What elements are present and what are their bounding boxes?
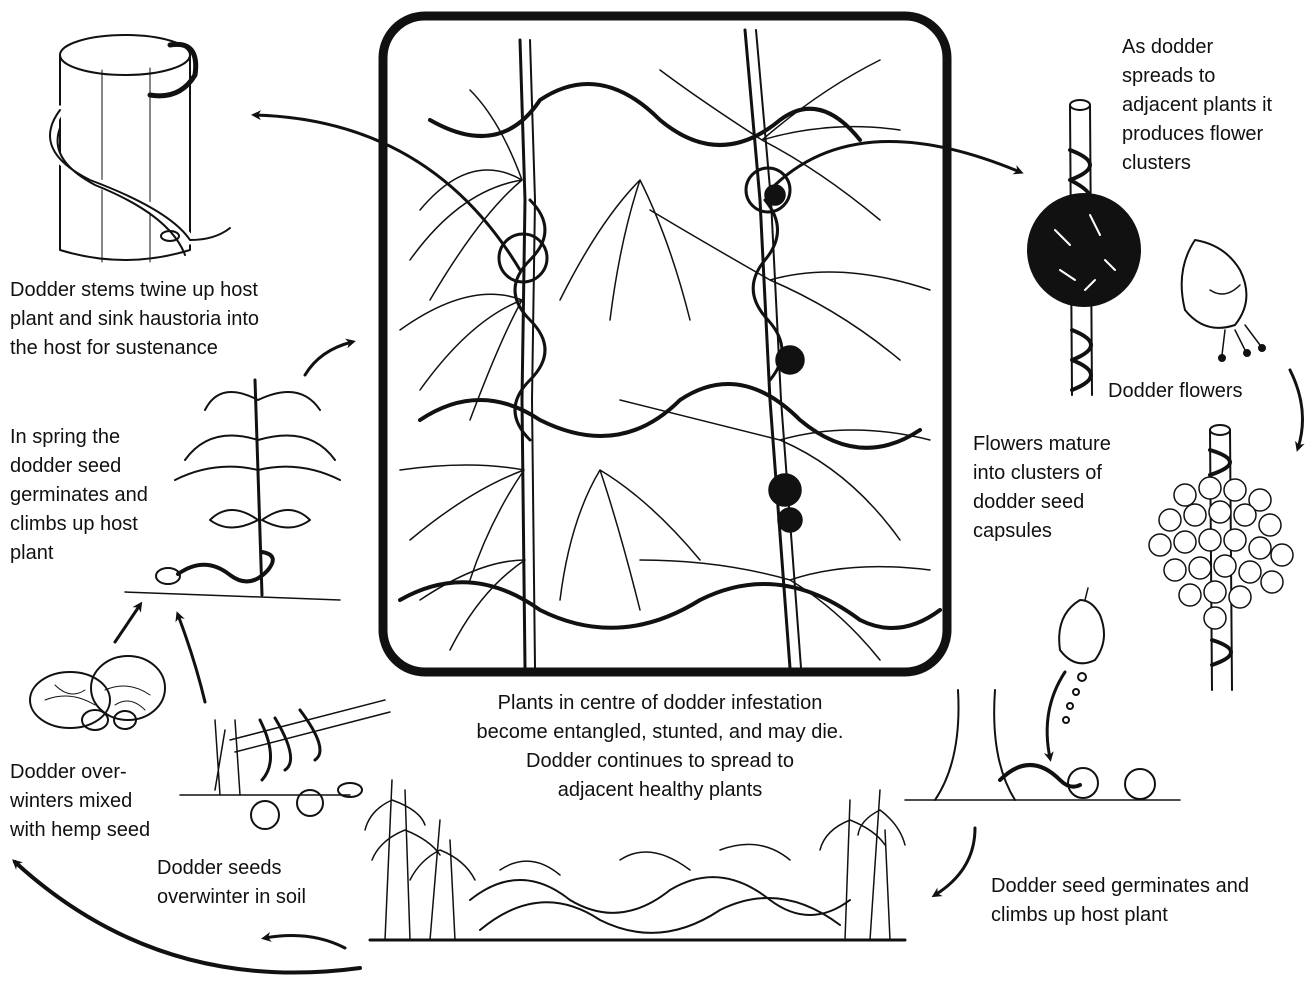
caption-overwinter-hemp-seed: Dodder over- winters mixed with hemp see…: [10, 758, 150, 845]
single-flower-illustration: [1182, 240, 1265, 361]
seed-pile-illustration: [30, 656, 165, 730]
arrow-to-flower-cluster: [775, 141, 1020, 185]
soil-seeds-illustration: [180, 700, 390, 829]
arrow-seeds-up-right: [178, 615, 205, 702]
caption-overwinter-soil: Dodder seeds overwinter in soil: [157, 854, 306, 912]
seed-capsule-cluster-illustration: [1149, 425, 1293, 690]
seedling-illustration: [125, 380, 340, 600]
caption-twine: Dodder stems twine up host plant and sin…: [10, 276, 259, 363]
seed-dispersal-illustration: [1059, 588, 1104, 723]
central-infestation-illustration: [383, 16, 947, 672]
arrow-to-germinates: [935, 828, 975, 895]
arrow-to-top-left: [305, 342, 352, 375]
arrow-to-soil: [265, 936, 345, 948]
caption-flowers-mature: Flowers mature into clusters of dodder s…: [973, 430, 1111, 546]
arrow-to-capsules: [1290, 370, 1303, 448]
caption-spreads-flower-clusters: As dodder spreads to adjacent plants it …: [1122, 33, 1272, 178]
arrow-seeds-up-left: [115, 605, 140, 642]
caption-seed-germinates: Dodder seed germinates and climbs up hos…: [991, 872, 1249, 930]
twining-stem-illustration: [50, 35, 230, 262]
host-base-germination-illustration: [905, 690, 1180, 800]
caption-dodder-flowers: Dodder flowers: [1108, 377, 1243, 406]
arrow-seed-fall: [1047, 672, 1065, 758]
caption-centre-infestation: Plants in centre of dodder infestation b…: [420, 689, 900, 805]
caption-spring-germination: In spring the dodder seed germinates and…: [10, 423, 148, 568]
